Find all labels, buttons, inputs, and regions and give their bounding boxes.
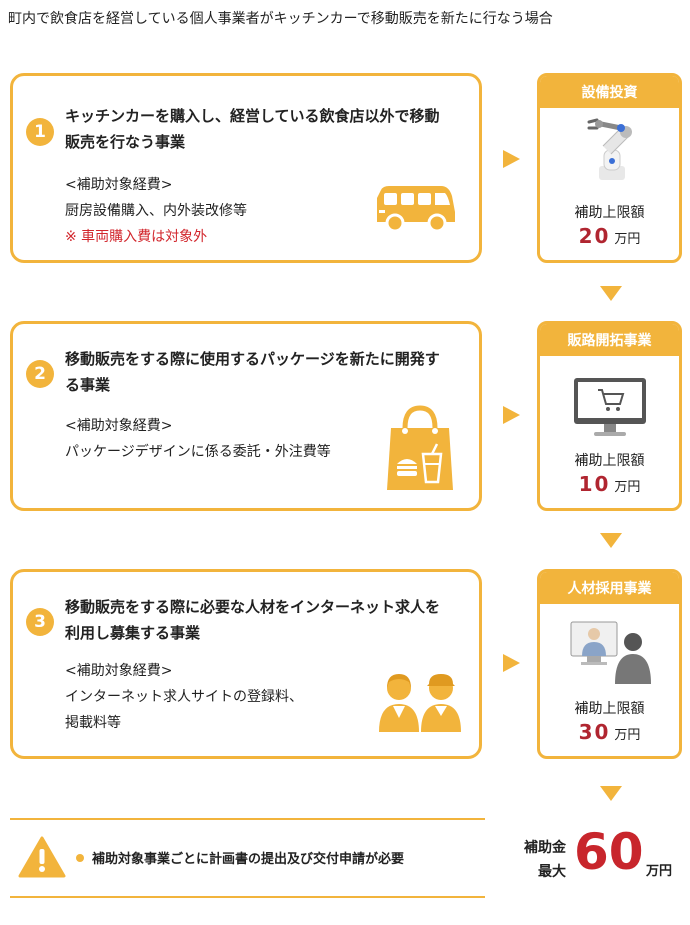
expense-label: <補助対象経費> — [65, 663, 173, 679]
expense-items: パッケージデザインに係る委託・外注費等 — [65, 444, 331, 460]
arrow-right-icon — [503, 406, 520, 424]
expense-label: <補助対象経費> — [65, 177, 173, 193]
limit-amount-value: 30 — [578, 720, 611, 744]
total-label: 補助金 最大 — [516, 836, 566, 884]
divider — [10, 896, 485, 898]
total-label-line-2: 最大 — [538, 864, 566, 880]
expense-label: <補助対象経費> — [65, 418, 173, 434]
limit-unit: 万円 — [614, 232, 641, 247]
staff-icon — [375, 670, 465, 738]
exclusion-note: ※ 車両購入費は対象外 — [65, 229, 208, 245]
divider — [10, 818, 485, 820]
requirement-text: 補助対象事業ごとに計画書の提出及び交付申請が必要 — [92, 852, 405, 867]
arrow-down-icon — [600, 786, 622, 801]
project-card-1: 1 キッチンカーを購入し、経営している飲食店以外で移動販売を行なう事業 <補助対… — [10, 73, 482, 263]
category-heading: 設備投資 — [540, 76, 679, 108]
expense-block: <補助対象経費> パッケージデザインに係る委託・外注費等 — [65, 413, 331, 465]
limit-unit: 万円 — [614, 480, 641, 495]
video-interview-icon — [540, 616, 679, 686]
project-heading: 移動販売をする際に必要な人材をインターネット求人を利用し募集する事業 — [65, 598, 441, 642]
warning-icon — [18, 836, 66, 882]
step-number-badge: 1 — [26, 118, 54, 146]
bullet-icon — [76, 853, 84, 862]
arrow-down-icon — [600, 286, 622, 301]
arrow-down-icon — [600, 533, 622, 548]
project-heading: 移動販売をする際に使用するパッケージを新たに開発する事業 — [65, 350, 440, 394]
limit-amount-value: 20 — [578, 224, 611, 248]
robot-arm-icon — [540, 116, 679, 186]
arrow-right-icon — [503, 150, 520, 168]
project-card-2: 2 移動販売をする際に使用するパッケージを新たに開発する事業 <補助対象経費> … — [10, 321, 482, 511]
limit-label: 補助上限額 — [574, 453, 645, 469]
arrow-right-icon — [503, 654, 520, 672]
limit-label: 補助上限額 — [574, 205, 645, 221]
expense-block: <補助対象経費> 厨房設備購入、内外装改修等 ※ 車両購入費は対象外 — [65, 172, 247, 250]
limit-unit: 万円 — [614, 728, 641, 743]
limit-amount-value: 10 — [578, 472, 611, 496]
expense-block: <補助対象経費> インターネット求人サイトの登録料、 掲載料等 — [65, 658, 303, 736]
page-title: 町内で飲食店を経営している個人事業者がキッチンカーで移動販売を新たに行なう場合 — [8, 11, 553, 27]
category-heading: 人材採用事業 — [540, 572, 679, 604]
online-shop-monitor-icon — [540, 376, 679, 438]
requirement-note: 補助対象事業ごとに計画書の提出及び交付申請が必要 — [76, 848, 404, 867]
step-number-badge: 3 — [26, 608, 54, 636]
limit-label: 補助上限額 — [574, 701, 645, 717]
total-amount: 60 — [574, 823, 644, 881]
expense-items-line-1: インターネット求人サイトの登録料、 — [65, 689, 303, 705]
step-number-badge: 2 — [26, 360, 54, 388]
expense-items-line-2: 掲載料等 — [65, 715, 121, 731]
project-heading: キッチンカーを購入し、経営している飲食店以外で移動販売を行なう事業 — [65, 107, 440, 151]
project-card-3: 3 移動販売をする際に必要な人材をインターネット求人を利用し募集する事業 <補助… — [10, 569, 482, 759]
shopping-bag-icon — [385, 404, 455, 498]
expense-items: 厨房設備購入、内外装改修等 — [65, 203, 247, 219]
total-label-line-1: 補助金 — [524, 840, 566, 856]
van-icon — [375, 182, 457, 238]
category-heading: 販路開拓事業 — [540, 324, 679, 356]
total-unit: 万円 — [646, 864, 673, 879]
